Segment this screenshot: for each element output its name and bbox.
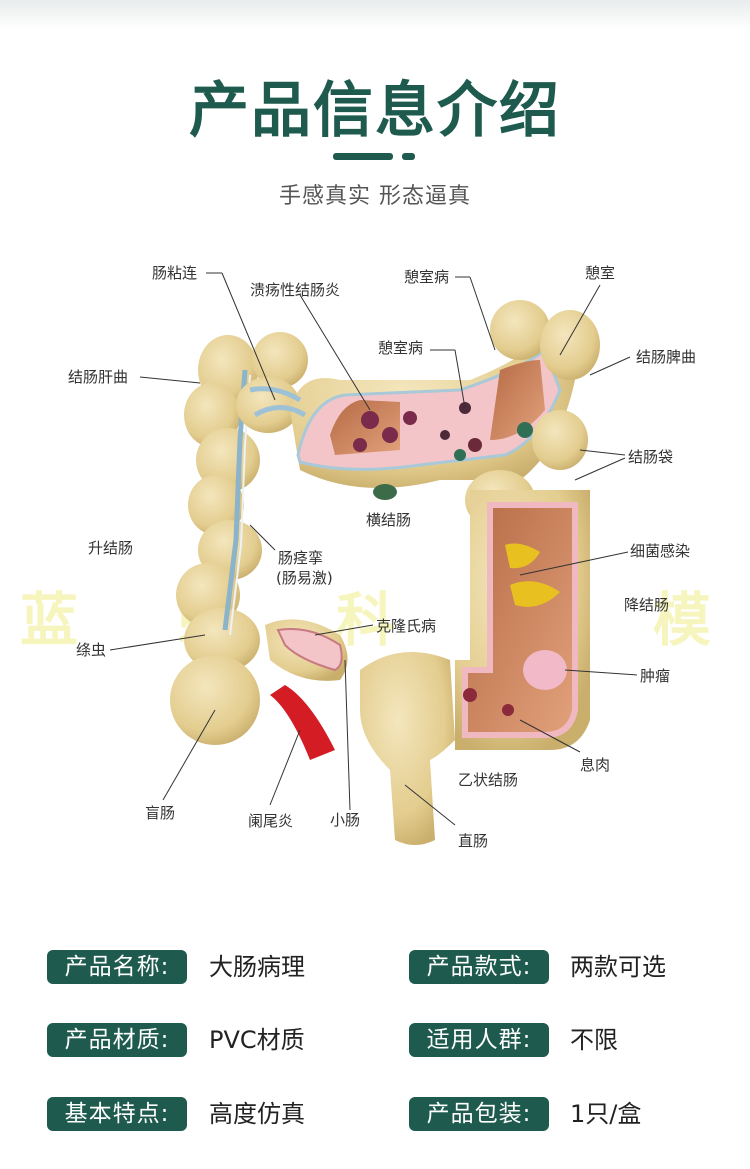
label-splenic-flexure: 结肠脾曲: [636, 348, 696, 366]
info-label-packaging: 产品包装:: [409, 1097, 549, 1131]
page-title: 产品信息介绍: [189, 76, 561, 146]
label-ibs-line2: (肠易激): [276, 569, 333, 587]
info-label-material: 产品材质:: [47, 1023, 187, 1057]
leader-lines: [109, 272, 638, 826]
small-intestine-model: [265, 619, 348, 681]
label-adhesion: 肠粘连: [152, 264, 197, 282]
label-rectum: 直肠: [458, 832, 488, 850]
label-tumor: 肿瘤: [640, 667, 670, 685]
info-row-3: 基本特点: 高度仿真 产品包装: 1只/盒: [47, 1097, 707, 1131]
info-label-audience: 适用人群:: [409, 1023, 549, 1057]
label-diverticulum: 憩室: [585, 264, 615, 282]
descending-colon-model: [455, 300, 600, 750]
info-value-product-style: 两款可选: [570, 953, 666, 981]
cecum-model: [270, 685, 335, 760]
watermark: 蓝 蝶 科 学 模 型 有 限: [20, 586, 750, 654]
label-small-intestine: 小肠: [330, 811, 360, 829]
label-pinworm: 绦虫: [76, 641, 106, 659]
info-value-features: 高度仿真: [209, 1100, 305, 1128]
info-value-material: PVC材质: [209, 1026, 305, 1054]
label-crohns: 克隆氏病: [376, 617, 436, 635]
info-value-product-name: 大肠病理: [209, 953, 305, 981]
label-diverticulosis-top: 憩室病: [404, 268, 449, 286]
label-polyp: 息肉: [580, 756, 610, 774]
label-appendicitis: 阑尾炎: [248, 812, 293, 830]
large-intestine-model-diagram: 蓝 蝶 科 学 模 型 有 限: [20, 264, 750, 850]
info-value-packaging: 1只/盒: [570, 1100, 642, 1128]
label-transverse-colon: 横结肠: [366, 511, 411, 529]
title-underline-dot: [402, 153, 415, 160]
info-label-product-style: 产品款式:: [409, 950, 549, 984]
label-bacterial-infection: 细菌感染: [630, 542, 690, 560]
title-underline: [333, 153, 393, 160]
info-label-features: 基本特点:: [47, 1097, 187, 1131]
info-label-product-name: 产品名称:: [47, 950, 187, 984]
info-row-1: 产品名称: 大肠病理 产品款式: 两款可选: [47, 950, 707, 984]
label-hepatic-flexure: 结肠肝曲: [68, 368, 128, 386]
label-sigmoid-colon: 乙状结肠: [458, 771, 518, 789]
label-ulcerative-colitis: 溃疡性结肠炎: [250, 281, 340, 299]
info-value-audience: 不限: [570, 1026, 618, 1054]
label-ibs-line1: 肠痉挛: [278, 549, 323, 567]
label-haustra: 结肠袋: [628, 448, 673, 466]
info-row-2: 产品材质: PVC材质 适用人群: 不限: [47, 1023, 707, 1057]
ascending-colon-model: [170, 335, 262, 745]
label-descending-colon: 降结肠: [624, 596, 669, 614]
transverse-colon-model: [236, 332, 575, 500]
page-subtitle: 手感真实 形态逼真: [279, 184, 471, 209]
rectum-model: [360, 652, 455, 845]
label-ascending-colon: 升结肠: [88, 539, 133, 557]
label-diverticulosis-mid: 憩室病: [378, 339, 423, 357]
top-band: [0, 0, 750, 30]
label-cecum: 盲肠: [145, 804, 175, 822]
